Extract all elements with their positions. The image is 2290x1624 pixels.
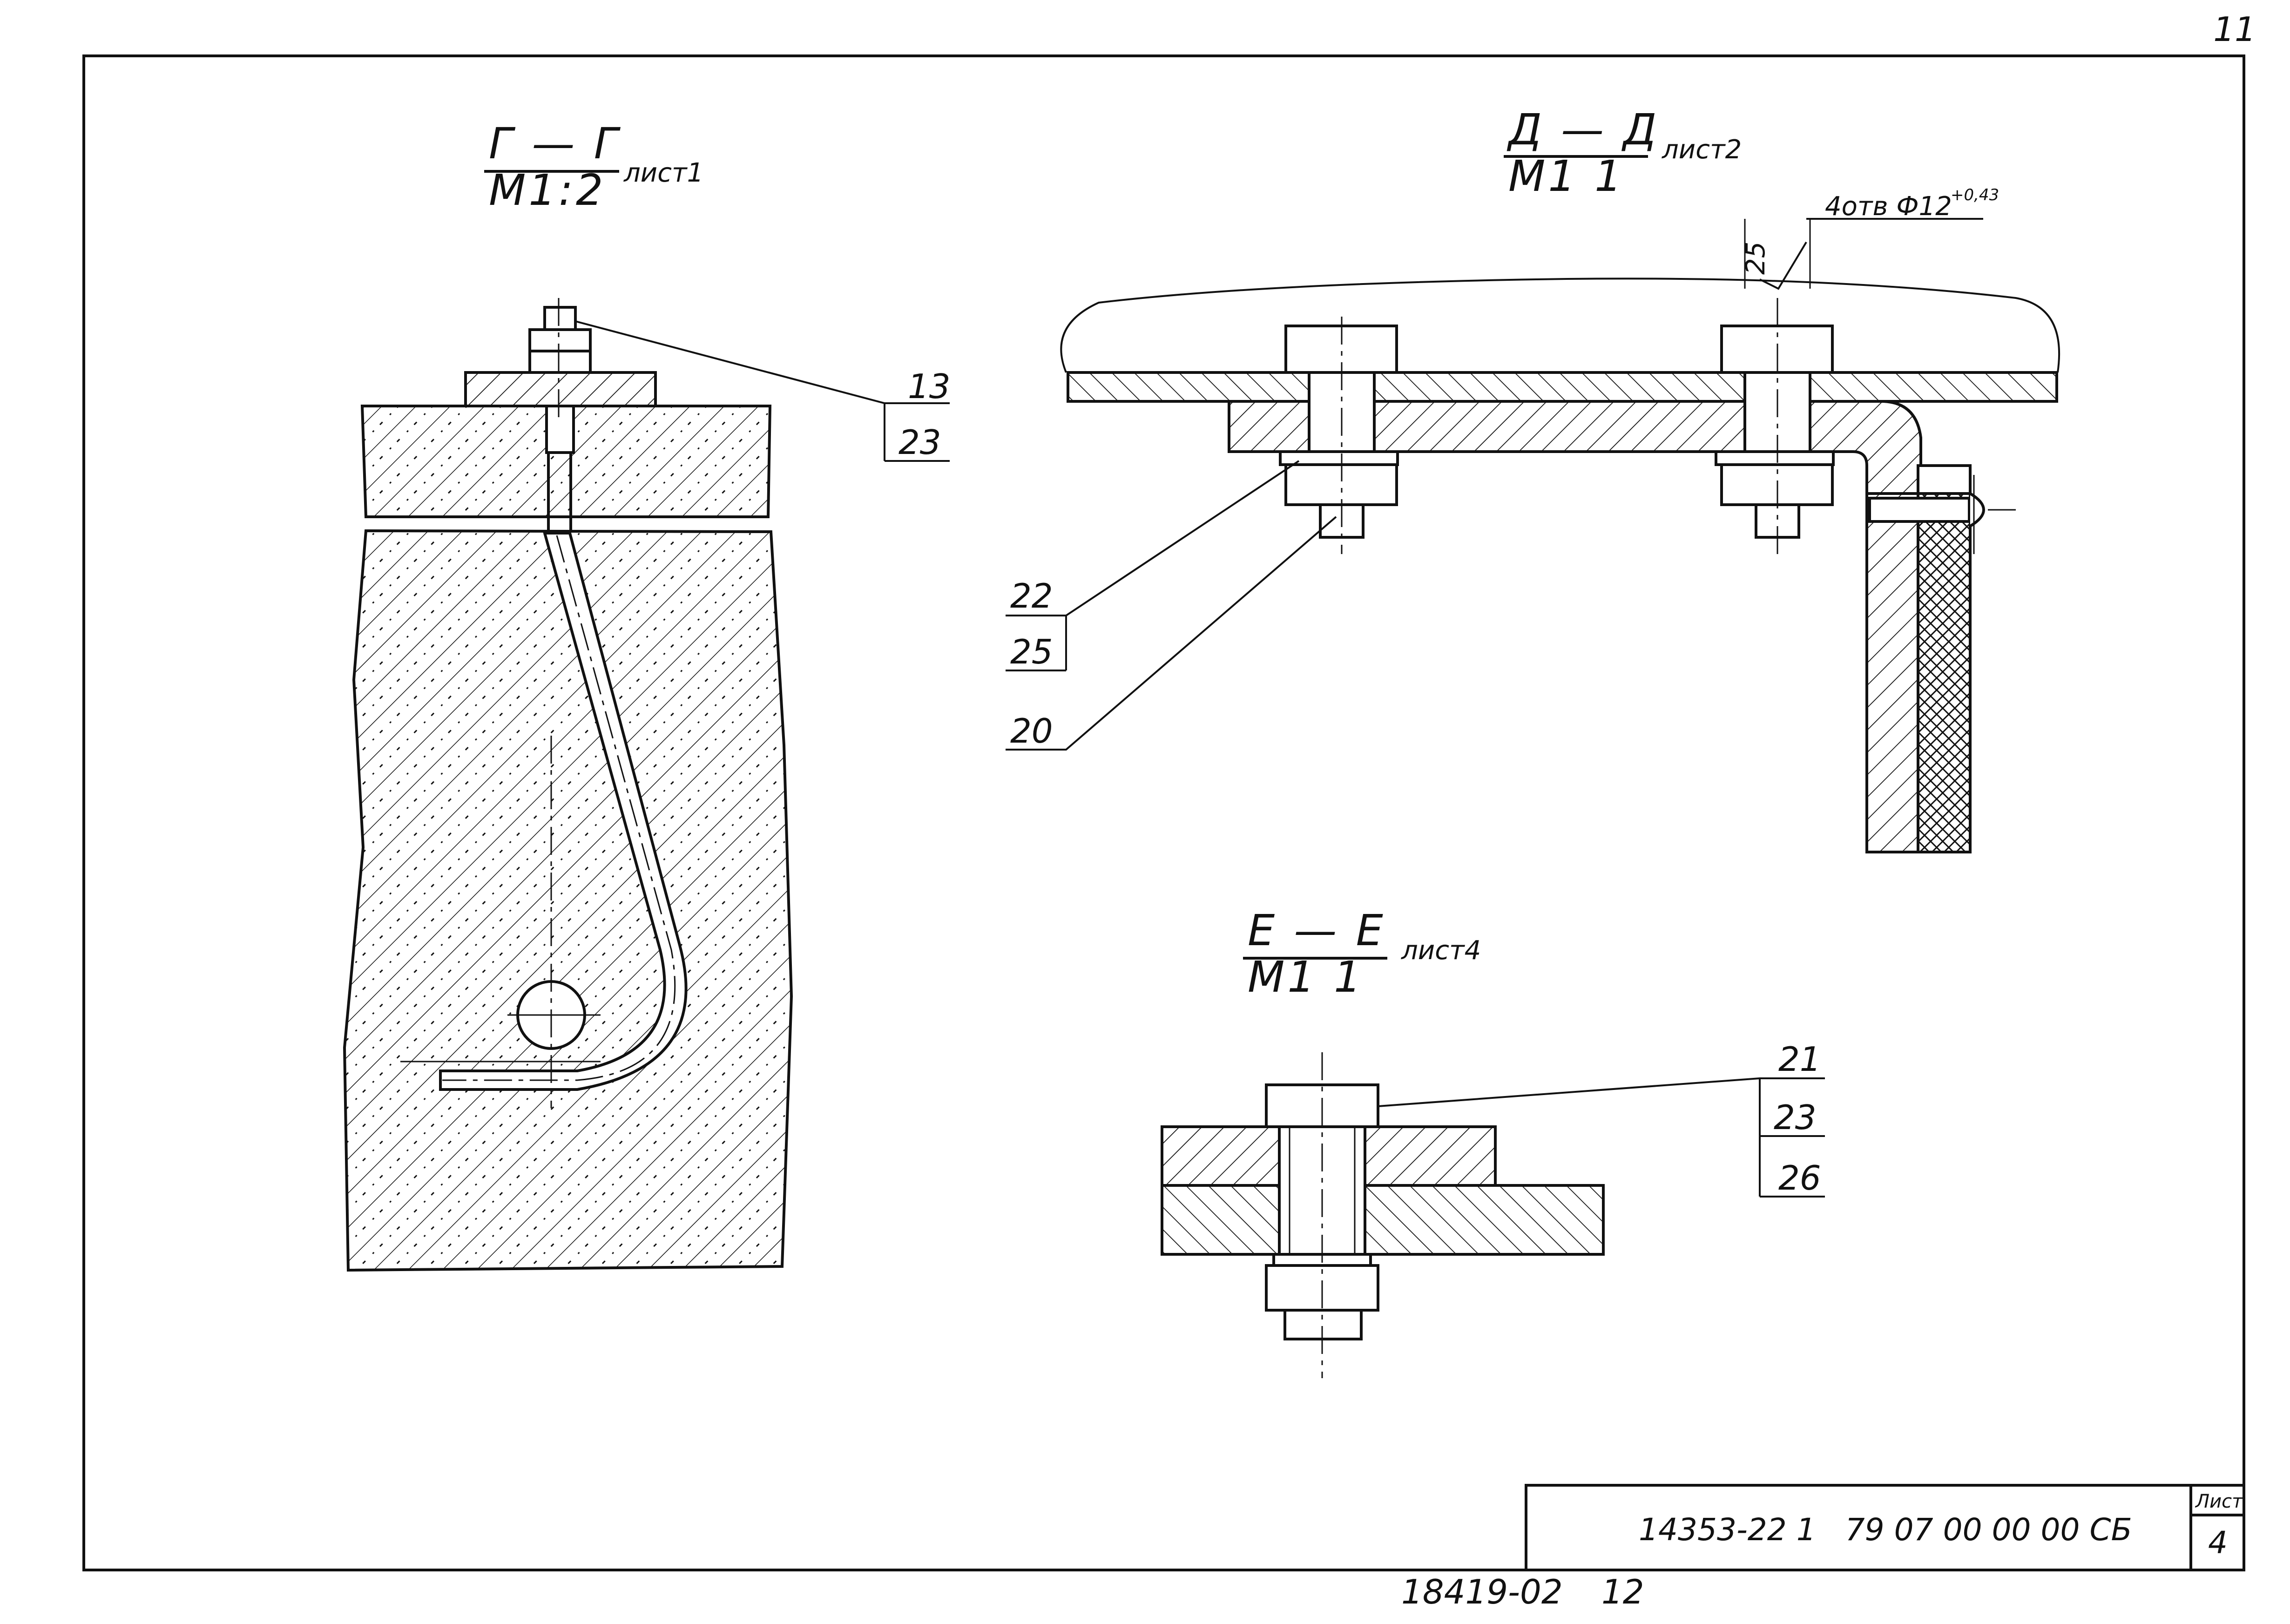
- view-e-sheet-ref: лист4: [1401, 935, 1481, 966]
- view-d-sheet-ref: лист2: [1662, 135, 1742, 165]
- view-e-scale: М1 1: [1248, 952, 1364, 1002]
- d-wavy-outline: [1060, 277, 2060, 373]
- callout-21: 21: [1778, 1040, 1821, 1079]
- view-d-section: [1006, 218, 2060, 853]
- d-insulation-pad: [1917, 464, 1972, 853]
- d-side-screw: [1868, 497, 1971, 523]
- view-d-scale: М1 1: [1508, 151, 1625, 201]
- callout-25: 25: [1010, 632, 1053, 671]
- view-g-scale: М1:2: [489, 165, 606, 215]
- view-d-title: Д — Д: [1506, 105, 1659, 155]
- callout-20: 20: [1010, 711, 1053, 751]
- d-roughness-mark: [1759, 241, 1807, 290]
- g-base-plate: [464, 371, 657, 407]
- d-vertical-flange: [1865, 492, 1919, 853]
- g-anchor-rod: [439, 532, 688, 1091]
- e-lower-plate: [1161, 1184, 1605, 1256]
- page-number: 11: [2213, 10, 2256, 49]
- d-right-washer: [1715, 450, 1835, 466]
- e-leader: [1378, 1077, 1825, 1107]
- drawing-frame: [82, 54, 2245, 1571]
- footer-inventory: 18419-02: [1401, 1572, 1563, 1611]
- callout-22: 22: [1010, 576, 1053, 616]
- d-hole-note: 4отв Ф12: [1825, 191, 1952, 222]
- d-roughness-value: 25: [1741, 242, 1771, 275]
- sheet-number: 4: [2208, 1525, 2228, 1561]
- sheet-label: Лист: [2195, 1491, 2243, 1512]
- d-hole-tolerance: +0,43: [1951, 186, 1999, 204]
- d-leader-20: [1006, 516, 1337, 751]
- d-top-plate: [1067, 371, 2058, 403]
- footer-page: 12: [1601, 1572, 1644, 1611]
- title-block: [1525, 1484, 2245, 1571]
- callout-23-e: 23: [1774, 1098, 1817, 1137]
- view-e-section: [1161, 1052, 1825, 1378]
- e-bolt-tip: [1283, 1309, 1363, 1340]
- callout-26: 26: [1778, 1158, 1821, 1198]
- g-bolt-end: [543, 306, 577, 331]
- concrete-lower-block: [343, 529, 793, 1272]
- view-g-section: [343, 298, 950, 1272]
- view-e-title: Е — Е: [1248, 906, 1386, 955]
- g-bolt-shank: [545, 405, 575, 454]
- callout-13: 13: [908, 367, 951, 406]
- view-g-sheet-ref: лист1: [623, 158, 703, 188]
- callout-23-g: 23: [898, 423, 941, 462]
- view-g-title: Г — Г: [489, 119, 621, 169]
- drawing-designation: 14353-22 1 79 07 00 00 00 СБ: [1639, 1512, 2132, 1548]
